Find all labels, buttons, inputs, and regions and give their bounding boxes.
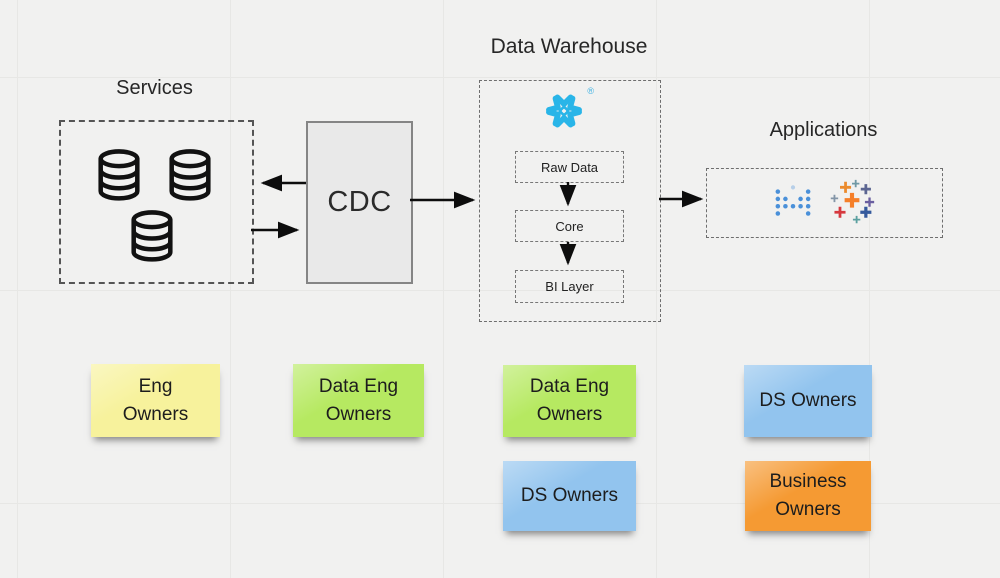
tableau-logo-icon[interactable] xyxy=(828,179,876,227)
sticky-note-eng-owners[interactable]: Eng Owners xyxy=(91,364,220,437)
raw-data-label: Raw Data xyxy=(540,159,599,175)
layer-box-core[interactable]: Core xyxy=(515,210,624,242)
sticky-note-data-eng-owners[interactable]: Data Eng Owners xyxy=(503,365,636,437)
sticky-note-text: Owners xyxy=(325,403,392,425)
sticky-note-text: DS Owners xyxy=(759,390,857,411)
data-warehouse-group-box[interactable] xyxy=(479,80,661,322)
metabase-logo-icon[interactable] xyxy=(774,185,812,221)
sticky-note-text: Eng xyxy=(138,375,173,397)
sticky-note-text: Owners xyxy=(122,403,189,425)
database-icon[interactable] xyxy=(126,209,178,265)
sticky-note-text: Owners xyxy=(536,404,603,425)
sticky-note-text: Data Eng xyxy=(318,375,399,397)
applications-group-box[interactable] xyxy=(706,168,943,238)
bi-layer-label: BI Layer xyxy=(545,279,594,294)
snowflake-icon xyxy=(546,94,582,128)
cdc-label: CDC xyxy=(327,186,392,218)
services-group-box[interactable] xyxy=(59,120,254,284)
data-warehouse-label[interactable]: Data Warehouse xyxy=(490,35,648,58)
database-icon[interactable] xyxy=(164,148,216,204)
layer-box-bi-layer[interactable]: BI Layer xyxy=(515,270,624,303)
sticky-note-text: Data Eng xyxy=(529,376,610,397)
sticky-note-business-owners[interactable]: Business Owners xyxy=(745,461,871,531)
cdc-box[interactable]: CDC xyxy=(306,121,413,284)
layer-box-raw-data[interactable]: Raw Data xyxy=(515,151,624,183)
applications-label[interactable]: Applications xyxy=(769,119,878,141)
sticky-note-text: DS Owners xyxy=(520,485,619,506)
snowflake-logo-icon[interactable]: ® xyxy=(541,86,594,133)
core-label: Core xyxy=(555,218,584,234)
sticky-note-ds-owners[interactable]: DS Owners xyxy=(744,365,872,437)
database-icon[interactable] xyxy=(93,148,145,204)
services-label[interactable]: Services xyxy=(116,77,193,99)
sticky-note-text: Owners xyxy=(775,499,841,520)
registered-trademark: ® xyxy=(587,86,594,96)
sticky-note-data-eng-owners[interactable]: Data Eng Owners xyxy=(293,364,424,437)
sticky-note-text: Business xyxy=(769,471,847,492)
sticky-note-ds-owners[interactable]: DS Owners xyxy=(503,461,636,531)
